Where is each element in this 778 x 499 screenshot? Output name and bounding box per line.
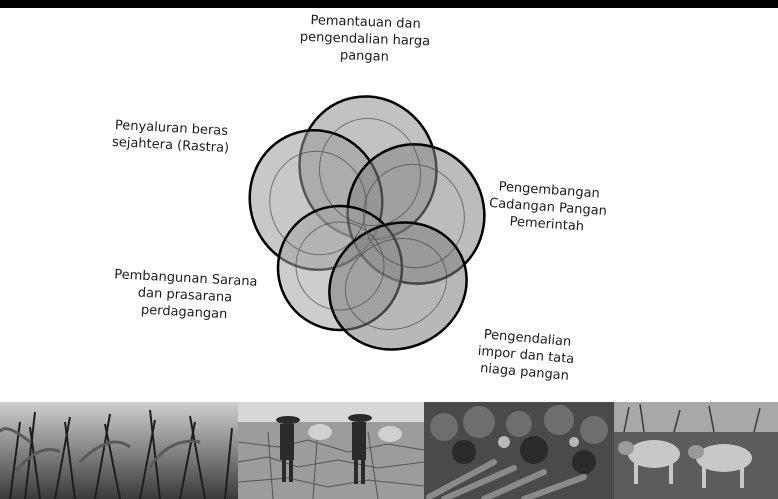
label-government-reserve: Pengembangan Cadangan Pangan Pemerintah bbox=[476, 177, 619, 238]
drought-farmers-photo bbox=[238, 402, 424, 499]
photo-strip bbox=[0, 402, 778, 499]
vegetables-photo bbox=[424, 402, 614, 499]
corn-field-photo bbox=[0, 402, 238, 499]
cattle-photo bbox=[614, 402, 778, 499]
label-trade-infrastructure: Pembangunan Sarana dan prasarana perdaga… bbox=[99, 266, 271, 326]
label-price-monitoring: Pemantauan dan pengendalian harga pangan bbox=[279, 11, 451, 68]
